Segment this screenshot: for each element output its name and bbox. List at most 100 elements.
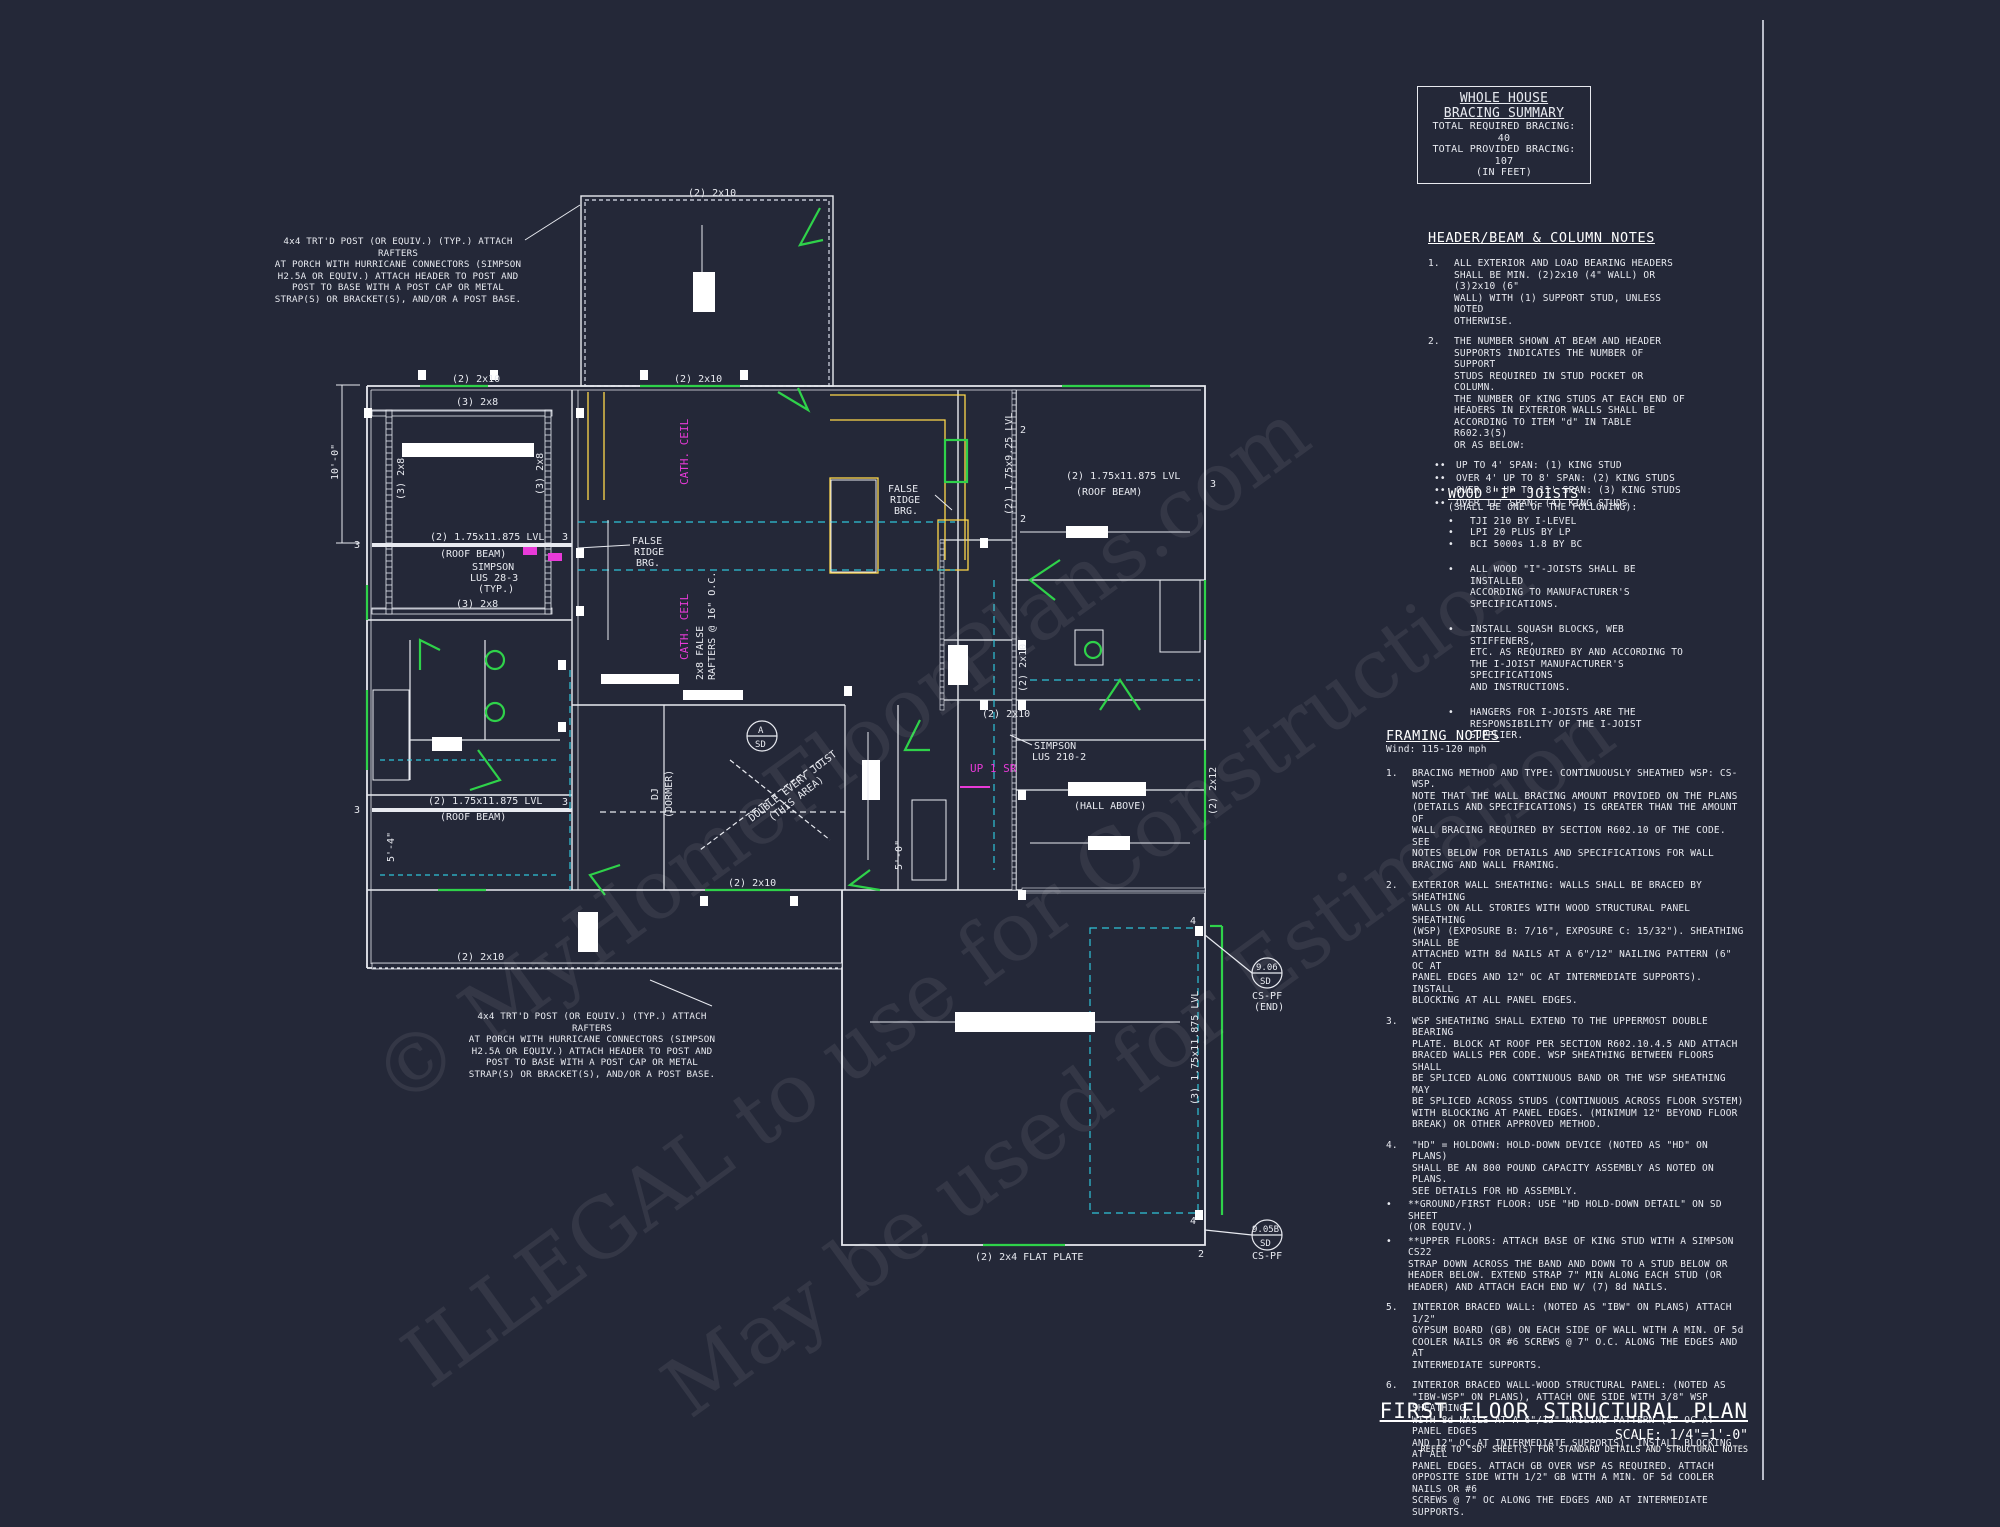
king-stud-item: ••UP TO 4' SPAN: (1) KING STUD bbox=[1434, 460, 1688, 472]
header-beam-notes: HEADER/BEAM & COLUMN NOTES 1. ALL EXTERI… bbox=[1428, 230, 1688, 510]
framing-note-5-text: INTERIOR BRACED WALL: (NOTED AS "IBW" ON… bbox=[1412, 1302, 1744, 1371]
label-flat-plate: (2) 2x4 FLAT PLATE bbox=[975, 1252, 1083, 1263]
false-ridge-left-line-1: FALSE bbox=[632, 536, 662, 547]
framing-star-item: •**GROUND/FIRST FLOOR: USE "HD HOLD-DOWN… bbox=[1386, 1199, 1746, 1234]
kitchen-cabinets bbox=[587, 392, 969, 574]
label-num-2b: 2 bbox=[1020, 514, 1026, 525]
false-ridge-left-line-2: RIDGE bbox=[634, 547, 664, 558]
joist-note: •INSTALL SQUASH BLOCKS, WEB STIFFENERS, … bbox=[1448, 624, 1688, 693]
label-left-header-top: (2) 2x10 bbox=[452, 374, 500, 385]
false-rafters-line-2: RAFTERS @ 16" O.C. bbox=[707, 572, 718, 680]
label-roof-beam-master: (ROOF BEAM) bbox=[440, 812, 506, 823]
king-stud-item: ••OVER 8' UP TO 11' SPAN: (3) KING STUDS bbox=[1434, 485, 1688, 497]
header-beam-item-2: 2. THE NUMBER SHOWN AT BEAM AND HEADER S… bbox=[1428, 336, 1688, 451]
framing-note-4-text: "HD" = HOLDOWN: HOLD-DOWN DEVICE (NOTED … bbox=[1412, 1139, 1714, 1197]
joist-note-text: HANGERS FOR I-JOISTS ARE THE RESPONSIBIL… bbox=[1470, 707, 1642, 741]
label-num-4b: 4 bbox=[1190, 1216, 1196, 1227]
header-beam-item-2-text: THE NUMBER SHOWN AT BEAM AND HEADER SUPP… bbox=[1454, 336, 1685, 451]
section-marker bbox=[600, 720, 845, 851]
label-header-2x10-vertical: (2) 2x10 bbox=[1018, 644, 1029, 692]
header-beam-item-1-num: 1. bbox=[1428, 258, 1440, 269]
king-stud-item: ••OVER 4' UP TO 8' SPAN: (2) KING STUDS bbox=[1434, 473, 1688, 485]
posts bbox=[364, 370, 1203, 1220]
wood-joists-list: •TJI 210 BY I-LEVEL •LPI 20 PLUS BY LP •… bbox=[1448, 516, 1688, 742]
label-roof-beam-left: (ROOF BEAM) bbox=[440, 549, 506, 560]
king-stud-text: OVER 11' SPAN: (4) KING STUDS bbox=[1456, 497, 1628, 509]
framing-notes-heading: FRAMING NOTES bbox=[1386, 728, 1500, 744]
bedroom-beams bbox=[371, 389, 1206, 970]
sheet-border-line bbox=[1762, 20, 1764, 1480]
label-false-ridge-left: FALSE RIDGE BRG. bbox=[632, 536, 670, 569]
label-simpson-lus-210: SIMPSON LUS 210-2 bbox=[1032, 741, 1086, 763]
label-garage-lvl: (3) 1.75x11.875 LVL bbox=[1190, 991, 1201, 1105]
framing-note-2: 2. EXTERIOR WALL SHEATHING: WALLS SHALL … bbox=[1386, 880, 1746, 1007]
simpson-lus-210-line-2: LUS 210-2 bbox=[1032, 752, 1086, 763]
porch-post-callout-bottom: 4x4 TRT'D POST (OR EQUIV.) (TYP.) ATTACH… bbox=[468, 1011, 716, 1080]
framing-star-text: **GROUND/FIRST FLOOR: USE "HD HOLD-DOWN … bbox=[1408, 1199, 1722, 1233]
label-dim-5-0: 5'-0" bbox=[894, 840, 905, 870]
sheet-refer-note: REFER TO "SD" SHEET(S) FOR STANDARD DETA… bbox=[1420, 1445, 1748, 1455]
label-num-3e: 3 bbox=[1210, 479, 1216, 490]
king-stud-text: OVER 4' UP TO 8' SPAN: (2) KING STUDS bbox=[1456, 472, 1676, 484]
label-dim-master: 5'-4" bbox=[386, 832, 397, 862]
label-bed-beam-left: (3) 2x8 bbox=[396, 458, 407, 500]
plan-labels: (2) 2x10 (2) 2x10 (2) 2x10 (3) 2x8 (3) 2… bbox=[330, 188, 1288, 1263]
label-lvl-right: (2) 1.75x11.875 LVL bbox=[1066, 471, 1180, 482]
framing-note-4: 4. "HD" = HOLDOWN: HOLD-DOWN DEVICE (NOT… bbox=[1386, 1140, 1746, 1198]
summary-title-1: WHOLE HOUSE bbox=[1459, 91, 1549, 106]
bracing-summary-box: WHOLE HOUSE BRACING SUMMARY TOTAL REQUIR… bbox=[1417, 86, 1591, 184]
label-section-a: A bbox=[758, 726, 764, 736]
green-headers bbox=[365, 207, 1224, 1247]
label-detail-10: 9.05B bbox=[1252, 1225, 1279, 1235]
joist-option-text: BCI 5000s 1.8 BY BC bbox=[1470, 538, 1583, 550]
header-beam-list: 1. ALL EXTERIOR AND LOAD BEARING HEADERS… bbox=[1428, 258, 1688, 509]
king-stud-text: UP TO 4' SPAN: (1) KING STUD bbox=[1456, 460, 1622, 471]
framing-note-3-text: WSP SHEATHING SHALL EXTEND TO THE UPPERM… bbox=[1412, 1015, 1744, 1131]
label-simpson-lus: SIMPSON LUS 28-3 (TYP.) bbox=[470, 562, 524, 595]
label-cs-pf-end: CS-PF (END) bbox=[1252, 991, 1288, 1013]
label-lvl-master: (2) 1.75x11.875 LVL bbox=[428, 796, 542, 807]
false-ridge-right-line-3: BRG. bbox=[894, 506, 918, 517]
leader-lines bbox=[524, 204, 1033, 1007]
framing-notes-wind: Wind: 115-120 mph bbox=[1386, 744, 1487, 755]
label-num-4a: 4 bbox=[1190, 916, 1196, 927]
framing-note-4-num: 4. bbox=[1386, 1139, 1398, 1151]
summary-required: TOTAL REQUIRED BRACING: 40 bbox=[1432, 121, 1576, 144]
joist-note: •ALL WOOD "I"-JOISTS SHALL BE INSTALLED … bbox=[1448, 564, 1688, 610]
span-arrows bbox=[432, 520, 1190, 1032]
label-bed-beam-bottom: (3) 2x8 bbox=[456, 599, 498, 610]
framing-note-2-text: EXTERIOR WALL SHEATHING: WALLS SHALL BE … bbox=[1412, 880, 1744, 1006]
label-header-2x10-mid: (2) 2x10 bbox=[982, 709, 1030, 720]
framing-note-1: 1. BRACING METHOD AND TYPE: CONTINUOUSLY… bbox=[1386, 768, 1746, 872]
label-cs-pf: CS-PF bbox=[1252, 1251, 1282, 1262]
label-roof-beam-right: (ROOF BEAM) bbox=[1076, 487, 1142, 498]
joist-lines bbox=[380, 521, 1200, 1214]
joist-option: •LPI 20 PLUS BY LP bbox=[1448, 527, 1688, 539]
wood-joists-heading: WOOD "I" JOISTS bbox=[1448, 486, 1579, 502]
label-up-sr: UP 1 SR bbox=[970, 762, 1017, 775]
wood-joists-subheading: (SHALL BE ONE OF THE FOLLOWING): bbox=[1448, 502, 1638, 513]
label-detail-9-sd: SD bbox=[1260, 977, 1271, 987]
rear-porch bbox=[580, 195, 834, 387]
sheet-scale: SCALE: 1/4"=1'-0" bbox=[1614, 1428, 1748, 1443]
false-ridge-left-line-3: BRG. bbox=[636, 558, 660, 569]
joist-option-text: LPI 20 PLUS BY LP bbox=[1470, 527, 1571, 538]
label-dimension-left: 10'-0" bbox=[330, 444, 341, 480]
false-ridge-right-line-1: FALSE bbox=[888, 484, 918, 495]
joist-note-text: ALL WOOD "I"-JOISTS SHALL BE INSTALLED A… bbox=[1470, 564, 1636, 610]
framing-note-6-num: 6. bbox=[1386, 1380, 1398, 1391]
header-beam-item-1-text: ALL EXTERIOR AND LOAD BEARING HEADERS SH… bbox=[1454, 258, 1674, 327]
label-rear-porch-header: (2) 2x10 bbox=[688, 188, 736, 199]
label-cath-ceil-2: CATH. CEIL bbox=[678, 593, 691, 660]
king-stud-list: ••UP TO 4' SPAN: (1) KING STUD ••OVER 4'… bbox=[1434, 460, 1688, 509]
framing-star-text: **UPPER FLOORS: ATTACH BASE OF KING STUD… bbox=[1408, 1235, 1734, 1293]
king-stud-item: ••OVER 11' SPAN: (4) KING STUDS bbox=[1434, 498, 1688, 510]
false-ridge-right-line-2: RIDGE bbox=[890, 495, 920, 506]
king-stud-text: OVER 8' UP TO 11' SPAN: (3) KING STUDS bbox=[1456, 485, 1681, 496]
header-beam-item-2-num: 2. bbox=[1428, 336, 1440, 347]
summary-provided: TOTAL PROVIDED BRACING: 107 bbox=[1432, 144, 1576, 167]
simpson-lus-line-1: SIMPSON bbox=[472, 562, 514, 573]
cs-pf-end-line-2: (END) bbox=[1254, 1002, 1284, 1013]
title-block: FIRST FLOOR STRUCTURAL PLAN SCALE: 1/4"=… bbox=[1228, 1398, 1748, 1455]
